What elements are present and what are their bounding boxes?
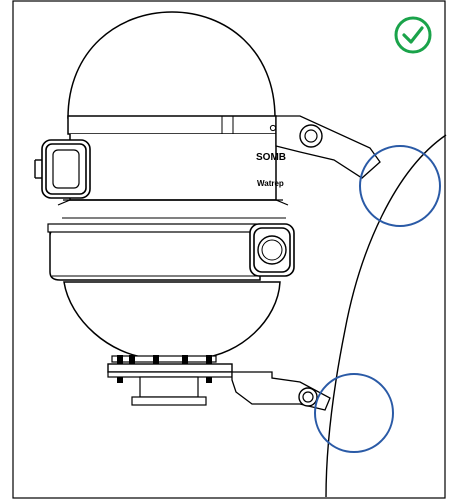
body-text-1: SOMB xyxy=(256,152,286,163)
frame-border xyxy=(12,0,446,499)
upper-body xyxy=(69,134,277,201)
body-text-2: Watrep xyxy=(257,179,284,188)
bottom-flange xyxy=(107,355,233,406)
top-ring xyxy=(67,115,277,135)
lower-bracket xyxy=(231,371,331,411)
highlight-circle-upper xyxy=(359,145,441,227)
upper-bracket xyxy=(275,115,381,179)
right-port xyxy=(249,223,295,277)
highlight-circle-lower xyxy=(314,373,394,453)
lower-dome xyxy=(63,281,281,359)
wall-curve xyxy=(325,134,447,498)
check-circle-icon xyxy=(394,16,432,54)
upper-dome xyxy=(67,11,276,119)
middle-band xyxy=(49,227,261,281)
left-port xyxy=(34,139,91,199)
